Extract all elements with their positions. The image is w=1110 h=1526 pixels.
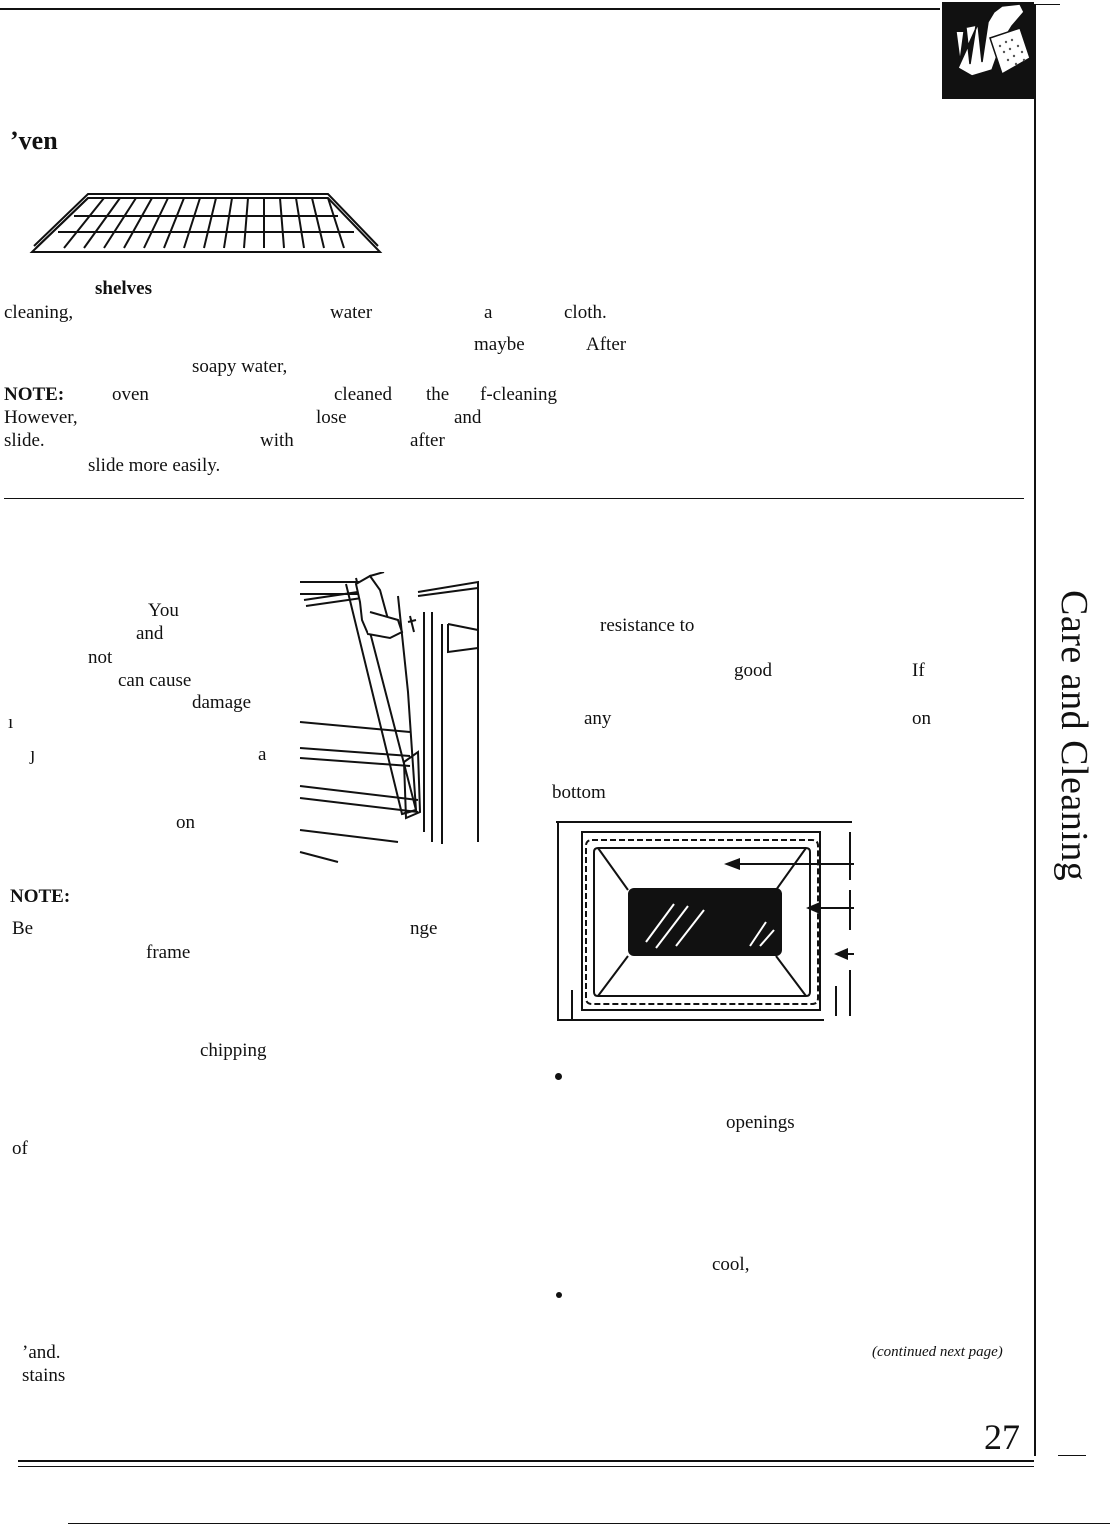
text-fragment: slide more easily. <box>88 455 221 476</box>
text-fragment: nge <box>410 918 438 939</box>
text-fragment: slide. <box>4 430 45 451</box>
bullet <box>556 1292 562 1298</box>
right-vertical-rule <box>1034 4 1036 1456</box>
top-rule-right <box>1036 4 1060 5</box>
text-fragment: of <box>12 1138 28 1159</box>
text-fragment: with <box>260 430 294 451</box>
text-fragment: cool, <box>712 1254 750 1275</box>
text-fragment: You <box>148 600 179 621</box>
text-fragment: cloth. <box>564 302 607 323</box>
bullet <box>555 1073 562 1080</box>
far-right-rule <box>1058 1455 1086 1456</box>
text-fragment: good <box>734 660 772 681</box>
text-fragment: the <box>426 384 450 405</box>
bottom-rule-thin <box>18 1466 1034 1467</box>
text-fragment: However, <box>4 407 78 428</box>
text-fragment: lose <box>316 407 347 428</box>
note-label: NOTE: <box>4 384 65 405</box>
continued-note: (continued next page) <box>872 1344 1003 1360</box>
text-fragment: oven <box>112 384 149 405</box>
text-fragment: frame <box>146 942 191 963</box>
text-fragment: openings <box>726 1112 795 1133</box>
text-fragment: not <box>88 647 113 668</box>
text-fragment: ȷ <box>30 744 36 765</box>
text-fragment: on <box>912 708 931 729</box>
text-fragment: bottom <box>552 782 606 803</box>
text-fragment: and <box>454 407 482 428</box>
sidebar-section-title: Care and Cleaning <box>1053 590 1095 882</box>
text-fragment: f-cleaning <box>480 384 558 405</box>
shelves-subheading: shelves <box>95 278 152 299</box>
text-fragment: damage <box>192 692 252 713</box>
oven-door-illustration <box>298 571 482 864</box>
text-fragment: maybe <box>474 334 525 355</box>
text-fragment: ı <box>8 712 14 733</box>
section-heading: ʼven <box>10 126 58 155</box>
text-fragment: stains <box>22 1365 66 1386</box>
text-fragment: on <box>176 812 195 833</box>
text-fragment: resistance to <box>600 615 695 636</box>
text-fragment: ʼand. <box>22 1342 61 1363</box>
door-gasket-diagram <box>554 820 864 1026</box>
text-fragment: After <box>586 334 627 355</box>
note-label: NOTE: <box>10 886 71 907</box>
hand-sponge-icon <box>942 2 1034 99</box>
text-fragment: Be <box>12 918 34 939</box>
text-fragment: soapy water, <box>192 356 288 377</box>
page-number: 27 <box>984 1417 1020 1457</box>
text-fragment: any <box>584 708 612 729</box>
bottom-rule <box>18 1460 1034 1462</box>
text-fragment: water <box>330 302 373 323</box>
text-fragment: a <box>484 302 493 323</box>
text-fragment: cleaned <box>334 384 393 405</box>
section-divider <box>4 498 1024 499</box>
text-fragment: and <box>136 623 164 644</box>
text-fragment: after <box>410 430 445 451</box>
text-fragment: chipping <box>200 1040 267 1061</box>
text-fragment: a <box>258 744 267 765</box>
top-rule <box>0 8 940 10</box>
text-fragment: If <box>912 660 925 681</box>
text-fragment: cleaning, <box>4 302 74 323</box>
text-fragment: can cause <box>118 670 192 691</box>
oven-shelf-illustration <box>28 188 384 260</box>
bottom-rule-lower <box>68 1523 1110 1524</box>
